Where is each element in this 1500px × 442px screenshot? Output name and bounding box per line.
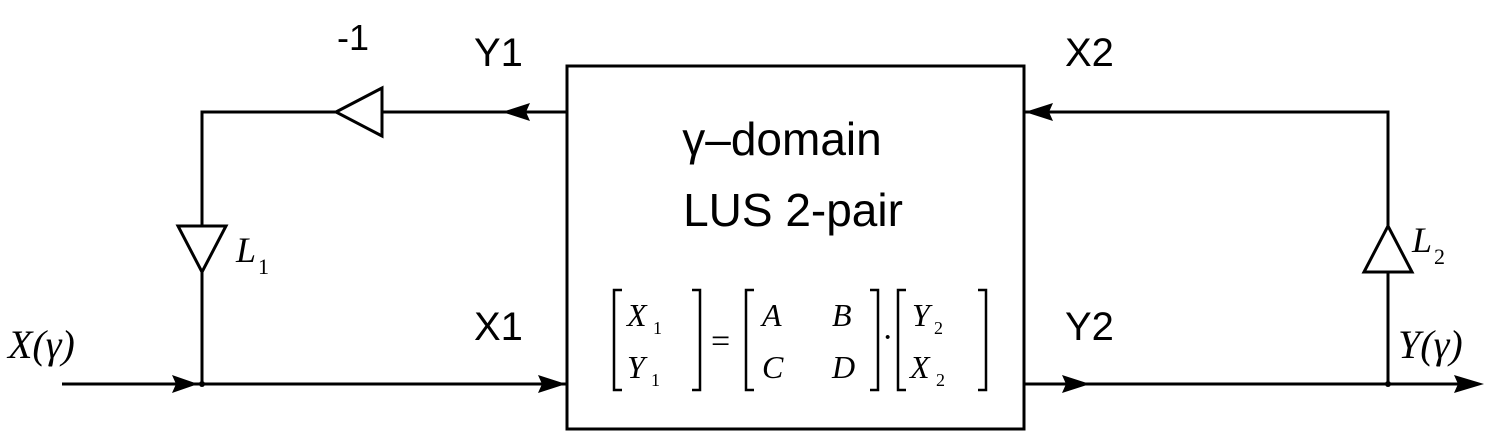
lhs-bottom-var: Y [627,349,648,385]
arrow-x1 [538,375,566,393]
dot-operator: · [882,319,893,356]
feedback-wire-left [200,110,567,384]
rhs-left-bracket [896,288,906,392]
arrow-y2 [1062,375,1090,393]
feedback-wire-right [1024,110,1390,384]
gain-minus-one-triangle [332,85,384,139]
y2-label: Y2 [1065,305,1114,349]
lhs-right-bracket [692,288,702,392]
gain-minus-one-label: -1 [337,17,369,58]
arrow-x2 [1025,103,1053,121]
arrow-y1 [502,103,530,121]
matrix-d: D [831,349,855,385]
l2-sub-label: 2 [1434,244,1445,269]
lhs-bottom-sub: 1 [651,370,660,390]
block-title-line1: γ–domain [682,113,881,165]
rhs-bottom-var: X [908,349,931,385]
x2-label: X2 [1065,31,1114,75]
l1-label: L [235,230,256,270]
y1-label: Y1 [474,31,523,75]
rhs-top-var: Y [912,297,933,333]
gain-l1-triangle [175,224,229,276]
matrix-b: B [832,297,852,333]
lus-two-pair-block [565,64,1026,431]
matrix-a: A [760,297,782,333]
rhs-bottom-sub: 2 [936,370,945,390]
arrow-output [1454,375,1484,393]
equals-sign: = [711,323,730,360]
rhs-top-sub: 2 [934,318,943,338]
input-signal-label: X(γ) [6,322,75,367]
matrix-equation: X 1 Y 1 = A B C D · Y 2 X 2 [612,288,988,392]
l2-label: L [1411,220,1432,260]
lhs-top-var: X [625,297,648,333]
x1-label: X1 [474,305,523,349]
l1-sub-label: 1 [258,254,269,279]
junction-right [1385,381,1391,387]
rhs-right-bracket [978,288,988,392]
output-signal-label: Y(γ) [1398,322,1463,367]
arrow-input [172,375,198,393]
block-title-line2: LUS 2-pair [683,184,903,236]
matrix-c: C [762,349,784,385]
lhs-left-bracket [612,288,622,392]
lhs-top-sub: 1 [653,318,662,338]
gain-l2-triangle [1361,222,1415,274]
matrix-right-bracket [870,288,880,392]
junction-left [199,381,205,387]
matrix-left-bracket [744,288,754,392]
